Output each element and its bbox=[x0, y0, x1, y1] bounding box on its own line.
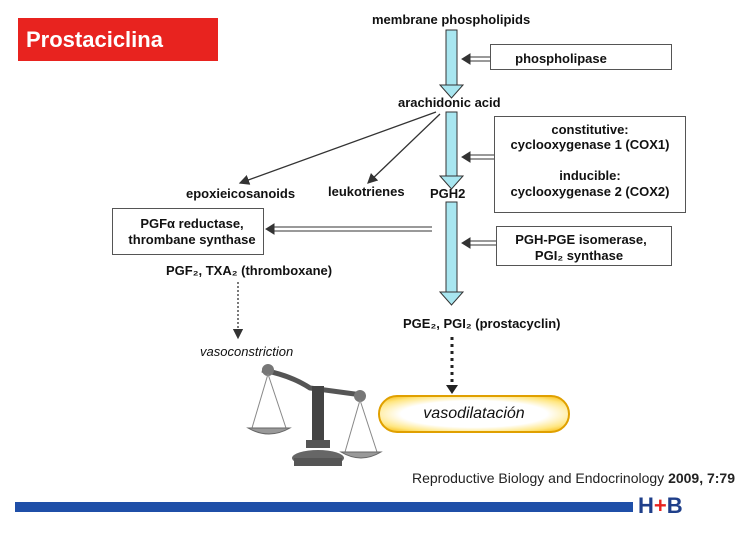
main-arrow-1 bbox=[438, 29, 465, 99]
isomerase-box bbox=[496, 226, 672, 266]
arachidonic-acid-label: arachidonic acid bbox=[398, 95, 501, 110]
citation: Reproductive Biology and Endocrinology 2… bbox=[412, 470, 735, 486]
membrane-phospholipids-label: membrane phospholipids bbox=[372, 12, 531, 27]
slide-title: Prostaciclina bbox=[18, 18, 218, 61]
main-arrow-2 bbox=[438, 111, 465, 190]
constitutive-label: constitutive: bbox=[551, 122, 629, 137]
pgh2-label: PGH2 bbox=[430, 186, 466, 201]
isomerase-arrow bbox=[461, 237, 498, 249]
dotted-arrow-head bbox=[446, 385, 458, 394]
pge2-pgi2-label: PGE₂, PGI₂ (prostacyclin) bbox=[403, 316, 561, 331]
cox2-label: cyclooxygenase 2 (COX2) bbox=[510, 184, 670, 199]
thrombane-synthase-label: thrombane synthase bbox=[128, 232, 256, 247]
reductase-arrow bbox=[265, 223, 432, 235]
epoxieicosanoids-label: epoxieicosanoids bbox=[186, 186, 296, 201]
main-arrow-3 bbox=[438, 201, 465, 306]
cox-arrow bbox=[461, 151, 494, 163]
citation-journal: Reproductive Biology and Endocrinology bbox=[412, 470, 665, 486]
pgf2-txa2-label: PGF₂, TXA₂ (thromboxane) bbox=[166, 263, 333, 278]
inducible-label: inducible: bbox=[559, 168, 621, 183]
hb-logo: H+B bbox=[638, 493, 683, 518]
pathway-diagram bbox=[232, 29, 498, 466]
vasoconstriction-label: vasoconstriction bbox=[200, 344, 294, 359]
isomerase-label: PGH-PGE isomerase, bbox=[515, 232, 647, 247]
reductase-label: PGFα reductase, bbox=[140, 216, 244, 231]
footer-bar bbox=[15, 502, 633, 512]
phospholipase-label: phospholipase bbox=[515, 51, 607, 66]
phospholipase-box bbox=[490, 44, 672, 70]
reductase-box bbox=[112, 208, 264, 255]
cox-box bbox=[494, 116, 686, 213]
arrow-to-epoxi bbox=[238, 111, 437, 185]
balance-scale-image bbox=[246, 364, 383, 466]
cox1-label: cyclooxygenase 1 (COX1) bbox=[510, 137, 670, 152]
citation-year-volume: 2009, 7:79 bbox=[668, 470, 735, 486]
pgi2-synthase-label: PGI₂ synthase bbox=[534, 248, 624, 263]
arrow-to-leuko bbox=[367, 113, 441, 184]
vasodilatacion-oval: vasodilatación bbox=[378, 395, 570, 433]
leukotrienes-label: leukotrienes bbox=[328, 184, 405, 199]
vasodilatacion-label: vasodilatación bbox=[423, 405, 525, 422]
